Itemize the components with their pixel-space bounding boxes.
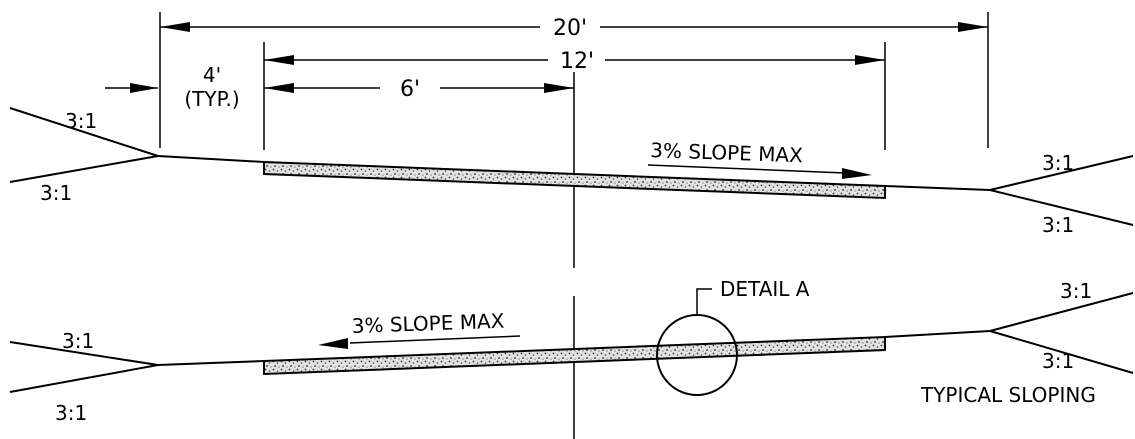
- top-left-upper-slope: [9, 107, 159, 157]
- bottom-slope-arrow: [349, 335, 521, 344]
- typical-sloping-caption: TYPICAL SLOPING: [920, 383, 1096, 407]
- top-section: 3% SLOPE MAX 3:1 3:1 3:1 3:1: [9, 107, 1134, 237]
- detail-a-leader: [696, 288, 712, 315]
- top-pavement: [263, 160, 886, 200]
- bottom-pavement: [263, 335, 886, 376]
- bottom-section: 3% SLOPE MAX DETAIL A 3:1 3:1 3:1 3:1 TY…: [9, 277, 1134, 425]
- bottom-right-lower-slope-label: 3:1: [1042, 349, 1074, 373]
- arrowhead-right: [855, 55, 885, 65]
- dimension-20ft: 20': [159, 12, 989, 148]
- dimension-4ft-label: 4': [203, 63, 221, 87]
- dimension-12ft-label: 12': [560, 49, 594, 74]
- dimension-4ft: 4' (TYP.): [105, 63, 240, 111]
- arrowhead-left: [264, 55, 294, 65]
- arrowhead-right: [130, 83, 158, 93]
- bottom-left-upper-slope-label: 3:1: [62, 329, 94, 353]
- top-slope-note: 3% SLOPE MAX: [650, 138, 804, 167]
- bottom-left-upper-slope: [9, 341, 159, 366]
- arrowhead-right: [958, 22, 988, 32]
- detail-a-label: DETAIL A: [720, 277, 810, 301]
- bottom-left-lower-slope: [9, 364, 159, 393]
- top-right-shoulder: [884, 185, 991, 191]
- top-slope-arrowhead: [842, 168, 872, 179]
- top-left-lower-slope: [9, 155, 159, 183]
- bottom-right-upper-slope-label: 3:1: [1060, 279, 1092, 303]
- arrowhead-left: [264, 83, 294, 93]
- top-right-lower-slope: [989, 189, 1134, 226]
- bottom-slope-note: 3% SLOPE MAX: [351, 309, 505, 338]
- arrowhead-left: [160, 22, 190, 32]
- top-right-upper-slope: [989, 155, 1134, 191]
- dimension-6ft: 6': [264, 77, 574, 102]
- bottom-left-lower-slope-label: 3:1: [55, 401, 87, 425]
- dimension-20ft-label: 20': [553, 16, 587, 41]
- top-right-upper-slope-label: 3:1: [1042, 151, 1074, 175]
- bottom-right-lower-slope: [989, 330, 1134, 374]
- top-left-lower-slope-label: 3:1: [40, 181, 72, 205]
- bottom-slope-arrowhead: [318, 338, 348, 349]
- dimension-4ft-note: (TYP.): [184, 87, 239, 111]
- top-left-shoulder: [157, 155, 265, 163]
- bottom-right-upper-slope: [989, 292, 1134, 332]
- top-right-lower-slope-label: 3:1: [1042, 213, 1074, 237]
- bottom-left-shoulder: [157, 360, 265, 366]
- arrowhead-right: [544, 83, 574, 93]
- top-slope-arrow: [647, 164, 846, 174]
- dimension-6ft-label: 6': [400, 77, 420, 102]
- bottom-right-shoulder: [884, 330, 991, 338]
- dimension-12ft: 12': [263, 42, 886, 150]
- top-left-upper-slope-label: 3:1: [65, 109, 97, 133]
